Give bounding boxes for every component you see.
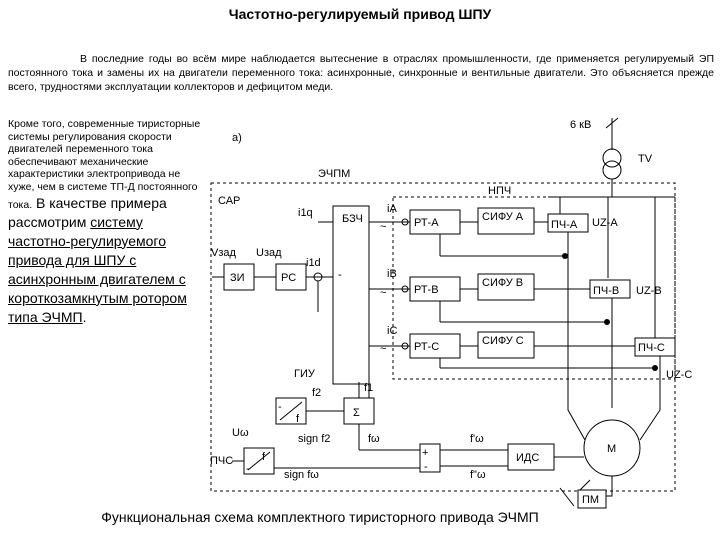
rt-c-label: РТ-С (414, 341, 439, 353)
sifu-b-label: СИФУ В (482, 277, 523, 289)
ic-label: iC (387, 325, 397, 337)
supply-tick (605, 117, 619, 129)
uzad-label: Uзад (256, 247, 282, 259)
zi-block (223, 263, 255, 291)
tilde-a: ~ (380, 221, 386, 233)
pm-label: ПМ (582, 494, 599, 506)
row-c-node (401, 342, 409, 350)
side-end-text: . (82, 308, 87, 325)
ib-label: iB (387, 268, 397, 280)
diagram-caption: Функциональная схема комплектного тирист… (101, 509, 539, 525)
f2-block-minus: - (278, 401, 282, 413)
side-small-text: Кроме того, современные тиристорные сист… (8, 118, 201, 211)
row-a-fb-dot (562, 253, 568, 259)
fig-label: а) (232, 132, 242, 144)
npch-label: НПЧ (488, 185, 511, 197)
sifu-b-block (477, 273, 535, 301)
tv-winding-1 (602, 148, 622, 168)
rt-b-block (409, 276, 461, 302)
rs-label: РС (281, 272, 296, 284)
pch-b-label: ПЧ-В (593, 285, 619, 297)
sifu-c-label: СИФУ С (482, 335, 524, 347)
rt-c-block (409, 333, 461, 359)
rt-a-label: РТ-А (414, 217, 439, 229)
sum-minus: - (424, 461, 428, 473)
f2-omega-label: f"ω (470, 469, 486, 481)
side-underlined-text: систему частотно-регулируемого привода д… (8, 213, 187, 325)
intro-paragraph: В последние годы во всём мире наблюдаетс… (8, 53, 714, 93)
sifu-c-block (477, 331, 535, 359)
giu-label: ГИУ (294, 368, 316, 380)
pm-tick (559, 487, 575, 507)
motor-feed-c (639, 356, 661, 441)
motor-label: М (607, 443, 616, 455)
bzch-minus: - (338, 269, 342, 281)
uz-c-label: UZ-C (666, 369, 692, 381)
supply-label: 6 кВ (570, 119, 591, 131)
pch-b-block (589, 279, 631, 299)
i1d-label: i1d (306, 257, 321, 269)
row-b-fb-dot (604, 319, 610, 325)
f2-label: f2 (312, 387, 321, 399)
ids-block (507, 443, 555, 471)
sum-plus: + (422, 447, 428, 459)
f2-slope (279, 401, 303, 421)
bzch-block (332, 205, 370, 385)
pch-c-label: ПЧ-С (638, 342, 665, 354)
uz-b-label: UZ-B (636, 285, 662, 297)
row-a-node (401, 218, 409, 226)
pchs-slope (247, 451, 271, 471)
f1-label: f1 (364, 382, 373, 394)
sign-f2-label: sign f2 (298, 433, 330, 445)
tv-winding-2 (602, 160, 622, 180)
sum-block (419, 443, 441, 473)
pchs-f: f (262, 451, 266, 463)
f1-omega-label: f'ω (470, 433, 484, 445)
pchs-minus: - (246, 463, 250, 475)
sar-label: САР (218, 195, 240, 207)
pch-a-label: ПЧ-А (551, 219, 578, 231)
pm-block (577, 489, 607, 509)
u-omega-label: Uω (232, 427, 249, 439)
f2-block-f: f (296, 413, 300, 425)
rs-block (275, 263, 307, 291)
row-b-node (401, 285, 409, 293)
uz-a-label: UZ-A (592, 217, 618, 229)
sigma-label: Σ (353, 407, 360, 419)
ids-label: ИДС (516, 452, 539, 464)
tilde-c: ~ (380, 343, 386, 355)
row-c-fb-dot (652, 365, 658, 371)
pchs-label: ПЧС (210, 455, 233, 467)
i1q-label: i1q (298, 207, 313, 219)
pch-c-block (634, 337, 676, 357)
sifu-a-label: СИФУ А (482, 211, 524, 223)
vzad-label: Vзад (211, 247, 236, 259)
rt-b-label: РТ-В (414, 284, 439, 296)
ia-label: iA (387, 203, 397, 215)
sign-f-omega-label: sign fω (284, 469, 319, 481)
side-paragraph: Кроме того, современные тиристорные сист… (8, 118, 208, 327)
tilde-b: ~ (380, 287, 386, 299)
f-omega-label: fω (368, 433, 380, 445)
zi-label: ЗИ (230, 272, 245, 284)
sifu-a-block (477, 207, 535, 235)
motor-feed-a (567, 256, 586, 441)
tv-label: TV (638, 153, 653, 165)
bzch-label: БЗЧ (342, 213, 363, 225)
page-title: Частотно-регулируемый привод ШПУ (228, 6, 492, 22)
side-big-text: В качестве примера рассмотрим (8, 194, 167, 230)
echpm-label: ЭЧПМ (318, 168, 350, 180)
rt-a-block (409, 209, 461, 235)
npch-frame (392, 196, 676, 380)
